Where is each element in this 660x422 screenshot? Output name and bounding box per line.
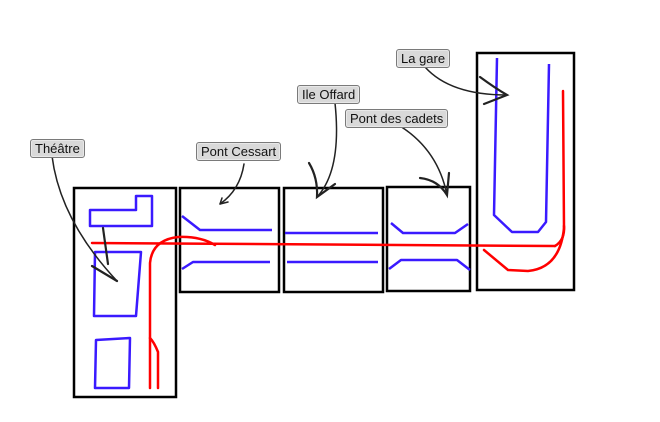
theatre-branch-right [148, 336, 160, 390]
cadets-quay-top [390, 222, 469, 235]
block-pont-des-cadets [385, 185, 472, 293]
block-la-gare [475, 51, 576, 292]
theatre-arrow [51, 155, 118, 282]
structures [88, 57, 551, 390]
pont-cessart-arrow [219, 163, 245, 205]
main-track [90, 241, 557, 248]
theatre-building-middle [92, 250, 143, 318]
block-theatre [72, 186, 178, 399]
cessart-quay-top [181, 215, 272, 232]
pont-des-cadets-arrow [399, 125, 448, 196]
cessart-quay-bottom [181, 260, 270, 271]
pont-des-cadets-arrow-head [418, 171, 451, 199]
la-gare-arrow [424, 66, 508, 96]
blocks [72, 51, 576, 399]
la-gare-arrow-head [478, 75, 510, 106]
label-theatre: Théâtre [30, 139, 85, 158]
ile-offard-arrow-head [307, 161, 337, 200]
label-ile-offard: Ile Offard [297, 85, 361, 104]
tracks [90, 89, 566, 390]
gare-track-link [553, 224, 566, 248]
label-pont-des-cadets: Pont des cadets [345, 109, 449, 128]
block-pont-cessart [178, 186, 281, 294]
pont-cessart-arrow-head [219, 197, 229, 205]
theatre-building-top [88, 194, 154, 228]
theatre-arrow-head [90, 226, 119, 283]
label-la-gare: La gare [396, 49, 451, 68]
theatre-building-bottom [93, 336, 132, 390]
cadets-quay-bottom [388, 258, 471, 271]
block-ile-offard [282, 186, 385, 294]
gare-platform-u [492, 57, 551, 234]
theatre-branch-left [148, 235, 217, 390]
arrows [51, 66, 510, 283]
ile-offard-arrow [316, 102, 338, 198]
label-pont-cessart: Pont Cessart [196, 142, 282, 161]
